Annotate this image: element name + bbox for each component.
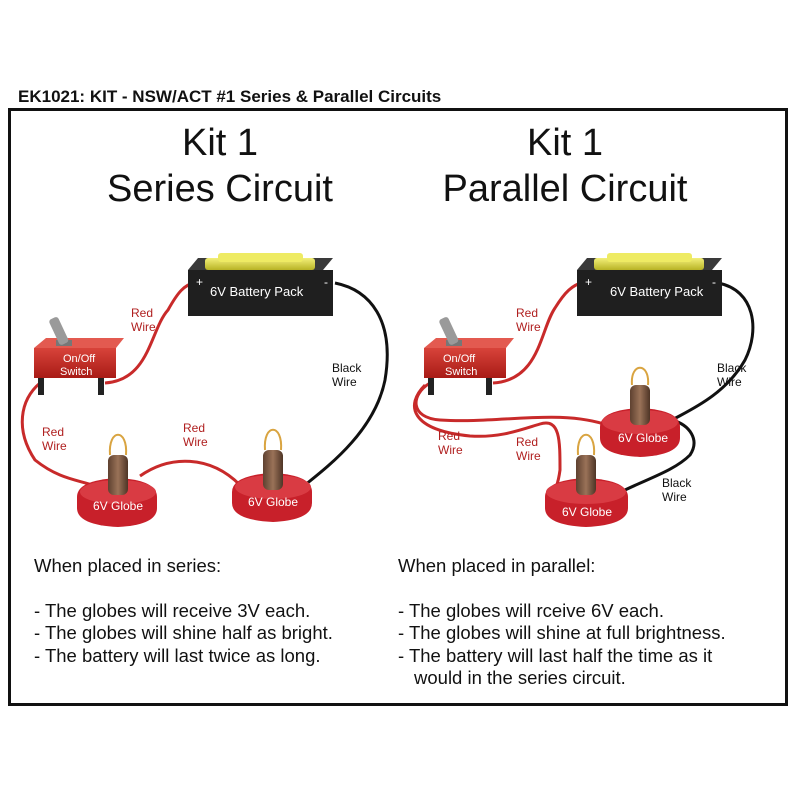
series-note-1: - The globes will receive 3V each.: [34, 599, 311, 621]
series-globe-1: 6V Globe: [77, 434, 157, 527]
series-battery-pack: + 6V Battery Pack -: [188, 253, 333, 316]
series-black-wire: [304, 281, 389, 487]
series-globe-2: 6V Globe: [232, 429, 312, 522]
diagram-frame: [8, 108, 788, 706]
page-header: EK1021: KIT - NSW/ACT #1 Series & Parall…: [18, 87, 442, 106]
parallel-battery-label: 6V Battery Pack: [610, 284, 704, 299]
series-title: Kit 1 Series Circuit: [80, 120, 360, 212]
parallel-battery-plus: +: [585, 275, 592, 289]
parallel-black-wire-globes: [624, 418, 696, 492]
series-battery-plus: +: [196, 275, 203, 289]
series-red-wire-switch-globe: [20, 381, 96, 488]
parallel-notes-intro: When placed in parallel:: [398, 555, 596, 576]
parallel-black-wire-battery: [671, 281, 755, 422]
parallel-circuit: + 6V Battery Pack - On/Off Switch 6V Glo…: [413, 253, 755, 527]
series-title-line-2: Series Circuit: [107, 168, 333, 210]
parallel-note-1: - The globes will rceive 6V each.: [398, 599, 664, 621]
parallel-title: Kit 1 Parallel Circuit: [410, 120, 720, 212]
series-note-2: - The globes will shine half as bright.: [34, 622, 333, 643]
series-circuit: + 6V Battery Pack - On/Off Switch 6V Glo…: [20, 253, 389, 527]
series-battery-label: 6V Battery Pack: [210, 284, 304, 299]
series-title-line-1: Kit 1: [181, 122, 259, 164]
series-note-3: - The battery will last twice as long.: [34, 644, 321, 666]
parallel-switch-label-1: On/Off: [443, 353, 476, 365]
series-notes: When placed in series: - The globes will…: [34, 555, 333, 667]
series-notes-intro: When placed in series:: [34, 555, 222, 576]
series-globe-2-label: 6V Globe: [248, 495, 298, 509]
parallel-globe-1: 6V Globe: [600, 366, 680, 457]
parallel-globe-1-label: 6V Globe: [618, 431, 668, 445]
parallel-red-wire-switch-globe-2: [413, 383, 562, 496]
parallel-red-wire-switch-globe-1: [414, 381, 611, 428]
parallel-globe-2: 6V Globe: [545, 434, 628, 527]
series-red-wire-switch-battery: [104, 280, 197, 385]
series-globe-1-label: 6V Globe: [93, 499, 143, 513]
series-battery-minus: -: [324, 275, 328, 289]
parallel-note-3: - The battery will last half the time as…: [398, 644, 713, 666]
parallel-title-line-1: Kit 1: [526, 122, 604, 164]
parallel-globe-2-label: 6V Globe: [562, 505, 612, 519]
series-red-wire-between-globes: [139, 459, 242, 487]
parallel-switch-label-2: Switch: [445, 366, 477, 378]
parallel-note-2: - The globes will shine at full brightne…: [398, 622, 726, 643]
parallel-on-off-switch: On/Off Switch: [424, 317, 514, 395]
parallel-red-wire-switch-battery: [492, 280, 585, 385]
parallel-title-line-2: Parallel Circuit: [442, 168, 688, 210]
parallel-notes: When placed in parallel: - The globes wi…: [398, 555, 726, 690]
series-switch-label-1: On/Off: [63, 353, 96, 365]
series-switch-label-2: Switch: [60, 366, 92, 378]
parallel-battery-minus: -: [712, 275, 716, 289]
parallel-battery-pack: + 6V Battery Pack -: [577, 253, 722, 316]
parallel-note-4: would in the series circuit.: [414, 667, 626, 688]
series-on-off-switch: On/Off Switch: [34, 317, 124, 395]
